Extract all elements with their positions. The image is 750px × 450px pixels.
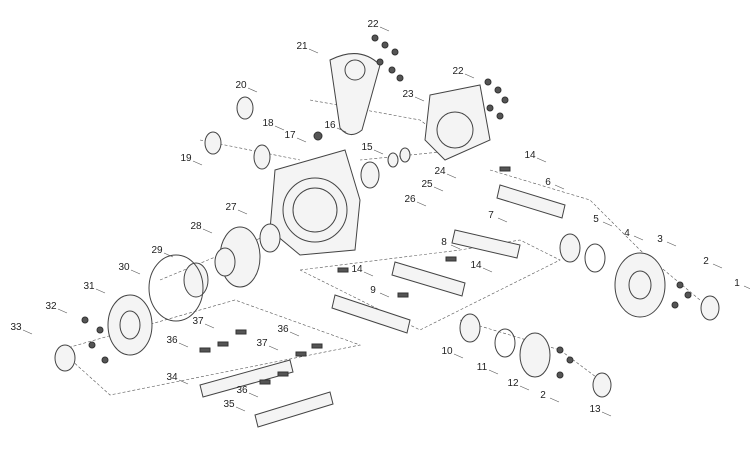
leader-line — [248, 392, 259, 398]
part-label-2: 2 — [540, 390, 546, 401]
bearings-and-seals — [54, 96, 720, 398]
part-label-10: 10 — [441, 346, 453, 357]
leader-line — [163, 252, 174, 258]
leader-line — [497, 217, 508, 223]
leader-line — [178, 379, 189, 385]
part-label-33: 33 — [10, 322, 22, 333]
leader-line — [274, 125, 285, 131]
leader-line — [237, 209, 248, 215]
part-label-30: 30 — [118, 262, 130, 273]
part-label-17: 17 — [284, 130, 296, 141]
leader-line — [433, 186, 444, 192]
part-label-6: 6 — [545, 177, 551, 188]
leader-line — [464, 73, 475, 79]
keys-and-screws — [81, 34, 692, 385]
leader-line — [633, 235, 644, 241]
end-cover-12 — [519, 332, 551, 378]
part-label-23: 23 — [402, 89, 414, 100]
part-label-5: 5 — [593, 214, 599, 225]
leader-line — [373, 149, 384, 155]
part-label-37: 37 — [256, 338, 268, 349]
part-label-16: 16 — [324, 120, 336, 131]
leader-line — [204, 323, 215, 329]
part-label-29: 29 — [151, 245, 163, 256]
part-label-18: 18 — [262, 118, 274, 129]
leader-line — [416, 201, 427, 207]
part-label-14: 14 — [470, 260, 482, 271]
part-label-26: 26 — [404, 194, 416, 205]
part-label-9: 9 — [370, 285, 376, 296]
leader-line — [414, 96, 425, 102]
part-label-36: 36 — [166, 335, 178, 346]
leader-line — [178, 342, 189, 348]
leader-line — [743, 285, 750, 289]
leader-line — [519, 385, 530, 391]
leader-line — [202, 228, 213, 234]
leader-line — [363, 271, 374, 277]
leader-line — [268, 345, 279, 351]
part-label-35: 35 — [223, 399, 235, 410]
leader-line — [336, 127, 347, 133]
leader-line — [488, 369, 499, 375]
part-label-3: 3 — [657, 234, 663, 245]
worm-wheel — [214, 226, 261, 288]
leader-line — [379, 26, 390, 32]
part-label-14: 14 — [524, 150, 536, 161]
leader-lines — [22, 26, 750, 417]
part-label-36: 36 — [236, 385, 248, 396]
leader-line — [602, 221, 613, 227]
part-label-24: 24 — [434, 166, 446, 177]
part-label-11: 11 — [476, 362, 488, 373]
part-label-22: 22 — [367, 19, 379, 30]
part-label-37: 37 — [192, 316, 204, 327]
part-label-21: 21 — [296, 41, 308, 52]
leader-line — [95, 288, 106, 294]
part-label-14: 14 — [351, 264, 363, 275]
leader-line — [549, 397, 560, 403]
part-label-20: 20 — [235, 80, 247, 91]
leader-line — [536, 157, 547, 163]
part-label-22: 22 — [452, 66, 464, 77]
leader-line — [192, 160, 203, 166]
part-label-2: 2 — [703, 256, 709, 267]
part-label-27: 27 — [225, 202, 237, 213]
leader-line — [57, 308, 68, 314]
leader-line — [482, 267, 493, 273]
leader-line — [379, 292, 390, 298]
leader-line — [712, 263, 723, 269]
leader-line — [289, 331, 300, 337]
torque-arm — [329, 53, 381, 135]
leader-line — [446, 173, 457, 179]
part-label-36: 36 — [277, 324, 289, 335]
part-label-15: 15 — [361, 142, 373, 153]
part-label-7: 7 — [488, 210, 494, 221]
leader-line — [247, 87, 258, 93]
part-label-19: 19 — [180, 153, 192, 164]
part-label-34: 34 — [166, 372, 178, 383]
leader-line — [235, 406, 246, 412]
leader-line — [22, 329, 33, 335]
part-label-28: 28 — [190, 221, 202, 232]
leader-line — [453, 353, 464, 359]
part-label-1: 1 — [734, 278, 740, 289]
leader-line — [554, 184, 565, 190]
part-label-25: 25 — [421, 179, 433, 190]
part-label-8: 8 — [441, 237, 447, 248]
part-label-32: 32 — [45, 301, 57, 312]
part-label-4: 4 — [624, 228, 630, 239]
part-label-13: 13 — [589, 404, 601, 415]
part-label-12: 12 — [507, 378, 519, 389]
leader-line — [130, 269, 141, 275]
leader-line — [296, 137, 307, 143]
leader-line — [308, 48, 319, 54]
gearbox-housing — [269, 149, 361, 256]
part-label-31: 31 — [83, 281, 95, 292]
leader-line — [450, 244, 461, 250]
shafts — [199, 184, 566, 428]
leader-line — [601, 411, 612, 417]
leader-line — [666, 241, 677, 247]
